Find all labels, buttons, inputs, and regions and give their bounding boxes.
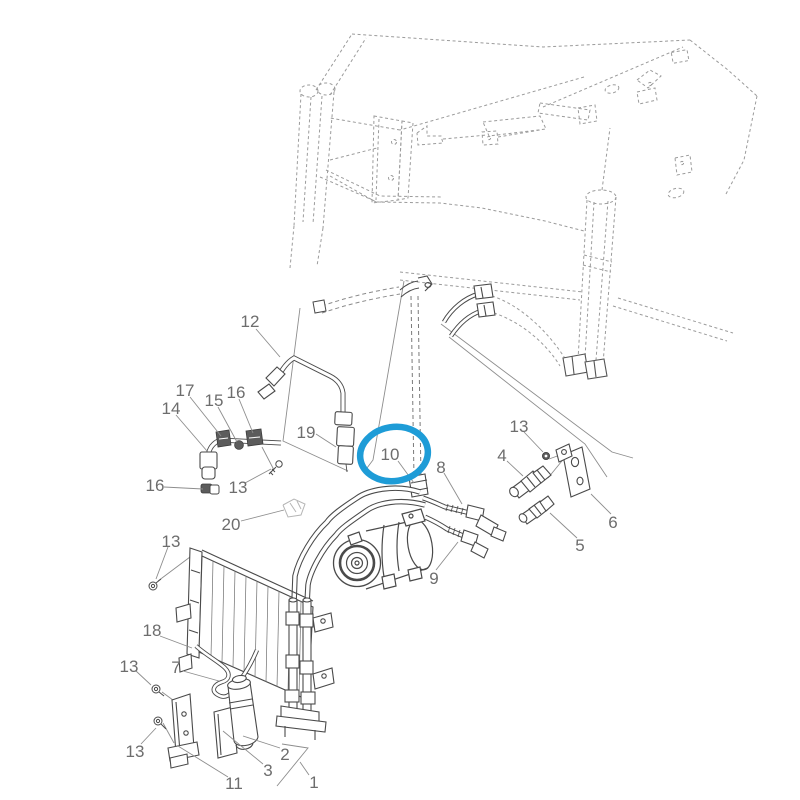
fitting-16-loose xyxy=(200,483,220,495)
callout-leader-20 xyxy=(240,509,285,522)
callout-label-5: 5 xyxy=(575,536,584,555)
callout-label-9: 9 xyxy=(429,569,438,588)
vehicle-frame-phantom xyxy=(289,33,758,367)
discharge-hose-9 xyxy=(423,514,489,559)
discharge-hose-8 xyxy=(422,495,507,542)
pipe-14-assembly xyxy=(199,428,282,480)
frame-foot-fittings xyxy=(562,353,608,380)
callout-label-6: 6 xyxy=(608,513,617,532)
callout-leader-1 xyxy=(299,761,310,776)
callout-leader-13e xyxy=(523,431,544,453)
frame-hose-ends xyxy=(442,283,496,338)
callout-leader-13c xyxy=(135,670,152,686)
pipe-7-loop xyxy=(194,644,260,699)
nut-13 xyxy=(542,451,551,460)
callout-leader-5 xyxy=(549,512,578,539)
callout-label-20: 20 xyxy=(222,515,241,534)
suction-hose-assembly-10 xyxy=(312,275,433,498)
ac-compressor xyxy=(332,508,434,590)
clip-20 xyxy=(282,498,306,518)
bolt-13-bracket-lower xyxy=(153,716,167,730)
callout-label-2: 2 xyxy=(280,745,289,764)
callout-leader-17 xyxy=(189,396,222,437)
callout-label-12: 12 xyxy=(241,312,260,331)
callout-leader-13b xyxy=(155,546,169,580)
bolt-13-condenser-top xyxy=(148,578,162,591)
callout-label-17: 17 xyxy=(176,381,195,400)
highlight-circle-part-10 xyxy=(356,423,432,485)
callout-leader-16b xyxy=(163,486,204,490)
fitting-4 xyxy=(509,465,552,499)
callout-label-13c: 13 xyxy=(120,657,139,676)
callout-leader-16a xyxy=(238,398,254,434)
pipe-12-assembly xyxy=(257,355,355,473)
callout-label-8: 8 xyxy=(436,458,445,477)
screw-13-clamp xyxy=(268,460,283,476)
callout-leader-4 xyxy=(506,460,524,477)
callout-label-11: 11 xyxy=(225,774,243,793)
callout-label-15: 15 xyxy=(205,391,224,410)
callout-label-7: 7 xyxy=(171,658,180,677)
bolt-13-bracket-upper xyxy=(151,684,165,697)
callout-leader-13a xyxy=(244,468,272,484)
callout-label-10: 10 xyxy=(381,445,400,464)
callout-label-14: 14 xyxy=(162,399,181,418)
fitting-5 xyxy=(518,495,555,525)
callout-leader-3 xyxy=(222,730,264,765)
condenser-assembly xyxy=(175,547,314,701)
callout-label-13a: 13 xyxy=(229,478,248,497)
bracket-6 xyxy=(555,443,591,498)
callout-label-3: 3 xyxy=(263,761,272,780)
callout-leader-7 xyxy=(182,670,220,682)
callout-label-19: 19 xyxy=(297,423,316,442)
callout-leader-13d xyxy=(140,727,157,745)
callout-leader-18 xyxy=(159,635,193,649)
receiver-drier-2 xyxy=(227,674,259,750)
callout-leader-11 xyxy=(177,745,229,778)
callout-leader-19 xyxy=(315,433,337,448)
condenser-tube-columns xyxy=(275,597,335,740)
callout-label-4: 4 xyxy=(497,446,506,465)
callout-label-13e: 13 xyxy=(510,417,529,436)
callout-label-13d: 13 xyxy=(126,742,145,761)
callout-label-13b: 13 xyxy=(162,532,181,551)
condenser-hoses xyxy=(291,485,426,605)
nut-15 xyxy=(234,440,244,450)
callout-leaders xyxy=(135,328,612,778)
callout-leader-8 xyxy=(443,472,463,505)
callout-label-16b: 16 xyxy=(146,476,165,495)
callout-leader-14 xyxy=(175,414,208,452)
callout-leader-9 xyxy=(435,541,459,571)
callout-leader-12 xyxy=(255,328,281,358)
group-bracket-1 xyxy=(276,743,309,787)
fitting-19 xyxy=(336,426,355,447)
bracket-11 xyxy=(167,693,200,769)
callout-leader-15 xyxy=(217,406,238,443)
callout-label-1: 1 xyxy=(309,773,318,792)
callout-label-18: 18 xyxy=(143,621,162,640)
callout-label-16a: 16 xyxy=(227,383,246,402)
callout-leader-6 xyxy=(590,493,612,515)
callout-leader-2 xyxy=(242,735,281,749)
